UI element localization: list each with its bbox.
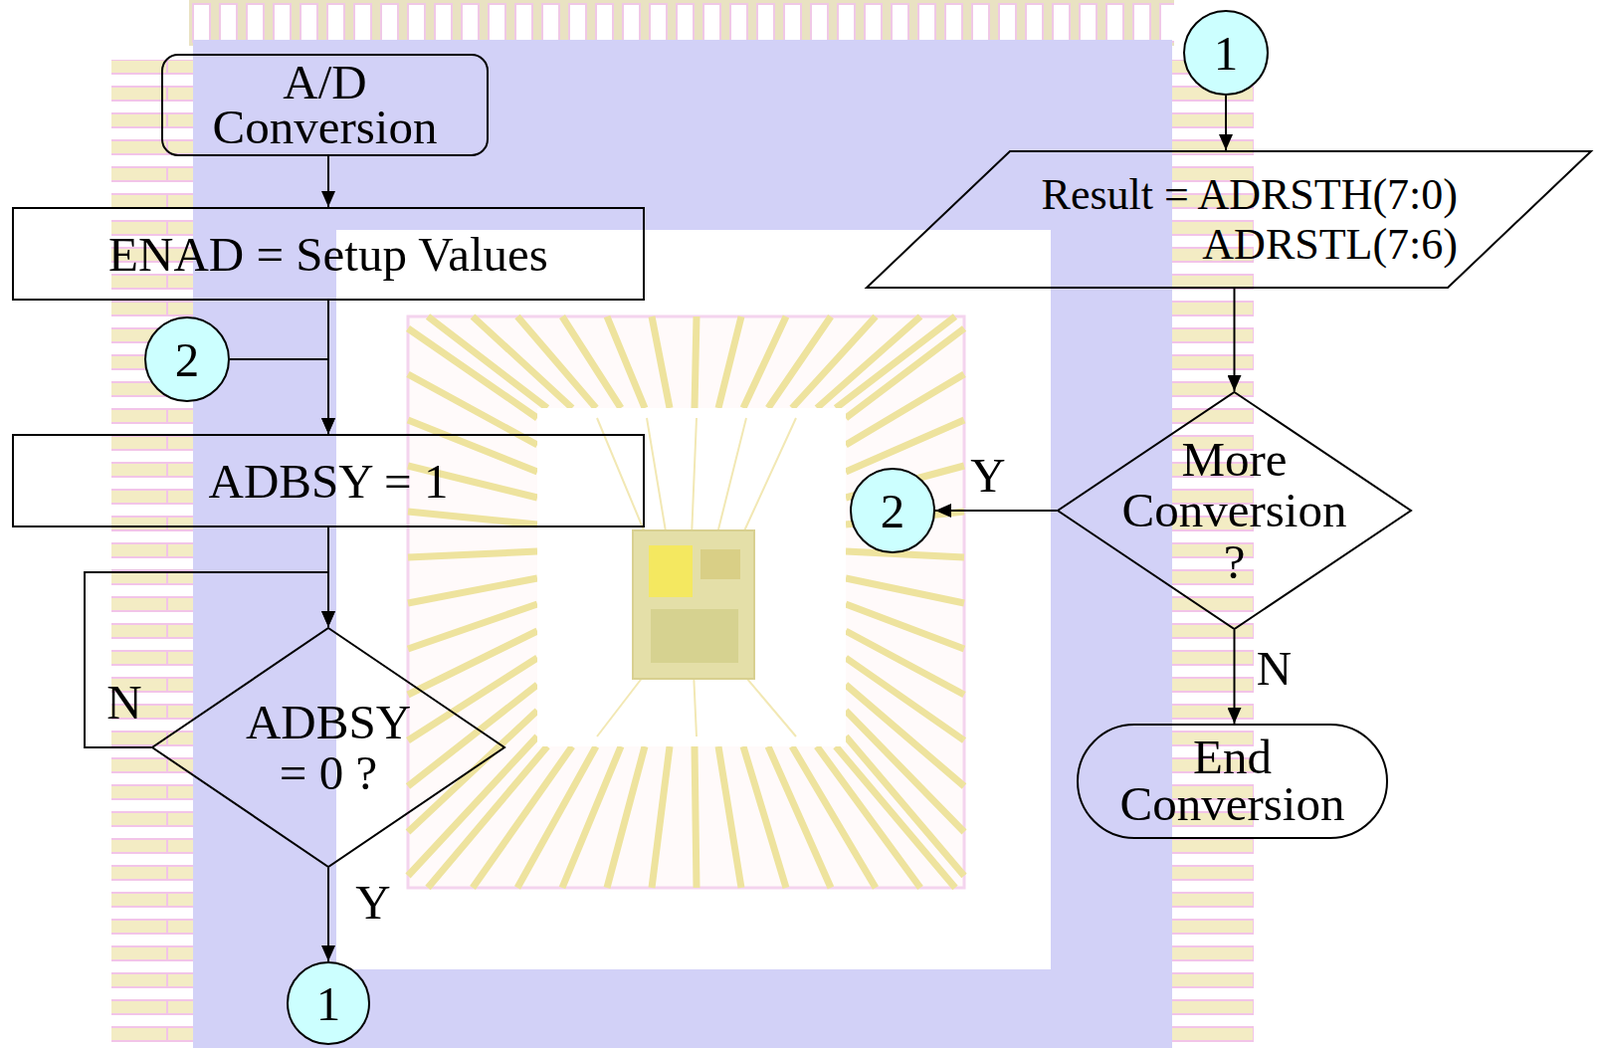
node-text: 2 [880, 486, 906, 536]
package-body [193, 39, 1173, 1048]
die-window [537, 407, 846, 747]
connector-circle: 1 [1183, 9, 1269, 96]
lead-wires [407, 316, 965, 888]
node-shape [1184, 10, 1268, 95]
node-shape [287, 962, 370, 1044]
branch-label: Y [355, 877, 391, 927]
io-parallelogram: Result = ADRSTH(7:0) ADRSTL(7:6) [865, 150, 1593, 289]
flow-arrow [1233, 288, 1236, 392]
die-block [700, 549, 741, 580]
node-shape [866, 151, 1592, 288]
node-shape [1077, 724, 1388, 838]
process-box: ENAD = Setup Values [11, 206, 645, 301]
node-shape [12, 207, 644, 300]
flow-arrow [327, 156, 330, 207]
branch-label: N [1256, 643, 1292, 693]
branch-label: N [106, 677, 142, 727]
node-shape [152, 627, 505, 867]
flow-arrow [935, 509, 1057, 512]
node-shape [162, 54, 488, 156]
node-text: ENAD = Setup Values [108, 229, 549, 279]
die-block [650, 608, 739, 663]
connector-group [84, 95, 1235, 962]
decision-diamond: More Conversion ? [1056, 391, 1412, 630]
node-text: ADBSY = 1 [208, 456, 449, 506]
flow-arrow [1224, 95, 1227, 151]
silicon-die [632, 530, 755, 679]
flow-arrow [327, 867, 330, 962]
lead-frame [407, 316, 965, 888]
flow-arrow [229, 359, 329, 434]
node-text: 1 [316, 979, 342, 1028]
node-text: More Conversion ? [1112, 433, 1357, 588]
bond-wires [597, 417, 797, 737]
node-text: 1 [1213, 28, 1239, 78]
end-terminal: End Conversion [1076, 723, 1389, 839]
die-block [648, 545, 693, 598]
connector-circle: 2 [849, 467, 936, 554]
node-text: A/D Conversion [200, 60, 450, 149]
node-text: 2 [175, 335, 200, 385]
connector-circle: 2 [144, 316, 230, 402]
node-shape [12, 434, 644, 527]
cavity [336, 229, 1051, 970]
branch-label: Y [970, 450, 1005, 500]
decision-diamond: ADBSY = 0 ? [151, 626, 506, 868]
connector-circle: 1 [286, 961, 371, 1045]
node-text: Result = ADRSTH(7:0) ADRSTL(7:6) [1000, 170, 1458, 269]
node-shape [1057, 392, 1411, 629]
node-text: End Conversion [1108, 734, 1358, 827]
node-text: ADBSY = 0 ? [238, 696, 418, 800]
start-terminal: A/D Conversion [161, 53, 489, 157]
node-shape [145, 317, 229, 401]
flow-arrow [1233, 629, 1236, 724]
process-box: ADBSY = 1 [11, 433, 645, 528]
node-shape [850, 468, 935, 553]
top-pins [189, 0, 1175, 46]
